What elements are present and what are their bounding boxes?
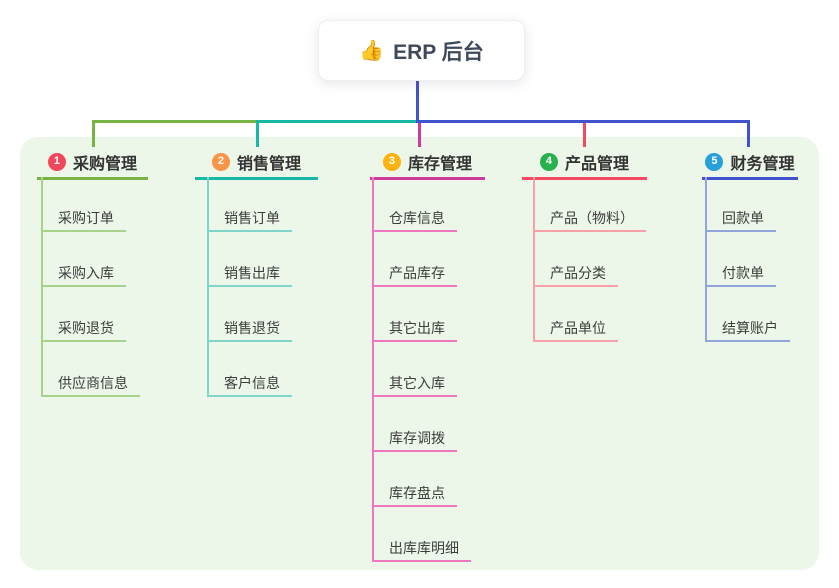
branch-children-group: 仓库信息 产品库存 其它出库 其它入库 库存调拨 库存盘点 出库库明细 (372, 177, 471, 562)
child-node[interactable]: 客户信息 (209, 342, 292, 397)
branch-node-label: 财务管理 (730, 155, 795, 173)
branch-number-badge: 3 (382, 152, 401, 171)
connector-rail (418, 120, 750, 123)
child-node[interactable]: 库存调拨 (374, 397, 457, 452)
child-node-label: 付款单 (722, 265, 764, 281)
child-node[interactable]: 其它入库 (374, 342, 457, 397)
child-node[interactable]: 销售订单 (209, 177, 292, 232)
child-node-label: 采购订单 (58, 210, 114, 226)
branch-node-label: 库存管理 (407, 155, 472, 173)
child-node[interactable]: 出库库明细 (374, 507, 471, 562)
branch-node-4[interactable]: 4 产品管理 (522, 149, 647, 180)
branch-number-badge: 4 (539, 152, 558, 171)
child-node-label: 产品分类 (550, 265, 606, 281)
connector-drop-line (418, 120, 421, 147)
branch-node-3[interactable]: 3 库存管理 (370, 149, 485, 180)
root-connector-line (416, 79, 419, 123)
connector-rail (256, 120, 418, 123)
child-node-label: 供应商信息 (58, 375, 128, 391)
connector-drop-line (256, 120, 259, 147)
child-node-label: 库存盘点 (389, 485, 445, 501)
branch-node-label: 采购管理 (72, 155, 137, 173)
child-node[interactable]: 采购入库 (43, 232, 126, 287)
child-node-label: 客户信息 (224, 375, 280, 391)
child-node-label: 产品（物料） (550, 210, 634, 226)
child-node-label: 出库库明细 (389, 540, 459, 556)
connector-drop-line (583, 120, 586, 147)
child-node[interactable]: 产品（物料） (535, 177, 646, 232)
root-node-erp[interactable]: 👍 ERP 后台 (318, 20, 525, 81)
child-node-label: 结算账户 (722, 320, 778, 336)
child-node[interactable]: 付款单 (707, 232, 776, 287)
connector-drop-line (92, 120, 95, 147)
child-node[interactable]: 采购退货 (43, 287, 126, 342)
child-node-label: 回款单 (722, 210, 764, 226)
branch-node-label: 产品管理 (564, 155, 629, 173)
child-node-label: 产品单位 (550, 320, 606, 336)
child-node[interactable]: 其它出库 (374, 287, 457, 342)
child-node[interactable]: 销售出库 (209, 232, 292, 287)
child-node[interactable]: 产品单位 (535, 287, 618, 342)
child-node-label: 库存调拨 (389, 430, 445, 446)
branch-children-group: 产品（物料） 产品分类 产品单位 (533, 177, 646, 342)
branch-children-group: 销售订单 销售出库 销售退货 客户信息 (207, 177, 292, 397)
branch-number-badge: 5 (705, 152, 724, 171)
child-node-label: 销售出库 (224, 265, 280, 281)
connector-drop-line (747, 120, 750, 147)
child-node-label: 其它出库 (389, 320, 445, 336)
root-node-label: ERP 后台 (393, 40, 484, 64)
child-node[interactable]: 仓库信息 (374, 177, 457, 232)
branch-number-badge: 2 (211, 152, 230, 171)
branch-node-label: 销售管理 (236, 155, 301, 173)
child-node-label: 采购退货 (58, 320, 114, 336)
branch-number-badge: 1 (47, 152, 66, 171)
child-node-label: 产品库存 (389, 265, 445, 281)
child-node-label: 仓库信息 (389, 210, 445, 226)
branch-children-group: 回款单 付款单 结算账户 (705, 177, 790, 342)
child-node[interactable]: 销售退货 (209, 287, 292, 342)
child-node-label: 销售订单 (224, 210, 280, 226)
child-node[interactable]: 库存盘点 (374, 452, 457, 507)
child-node[interactable]: 采购订单 (43, 177, 126, 232)
child-node[interactable]: 产品分类 (535, 232, 618, 287)
connector-rail (92, 120, 256, 123)
child-node[interactable]: 回款单 (707, 177, 776, 232)
child-node-label: 其它入库 (389, 375, 445, 391)
child-node-label: 采购入库 (58, 265, 114, 281)
child-node-label: 销售退货 (224, 320, 280, 336)
branch-node-1[interactable]: 1 采购管理 (37, 149, 148, 180)
child-node[interactable]: 结算账户 (707, 287, 790, 342)
branch-children-group: 采购订单 采购入库 采购退货 供应商信息 (41, 177, 140, 397)
thumbs-up-icon: 👍 (359, 39, 385, 62)
branch-node-5[interactable]: 5 财务管理 (702, 149, 798, 180)
child-node[interactable]: 产品库存 (374, 232, 457, 287)
branches-panel (20, 137, 819, 570)
child-node[interactable]: 供应商信息 (43, 342, 140, 397)
branch-node-2[interactable]: 2 销售管理 (195, 149, 318, 180)
